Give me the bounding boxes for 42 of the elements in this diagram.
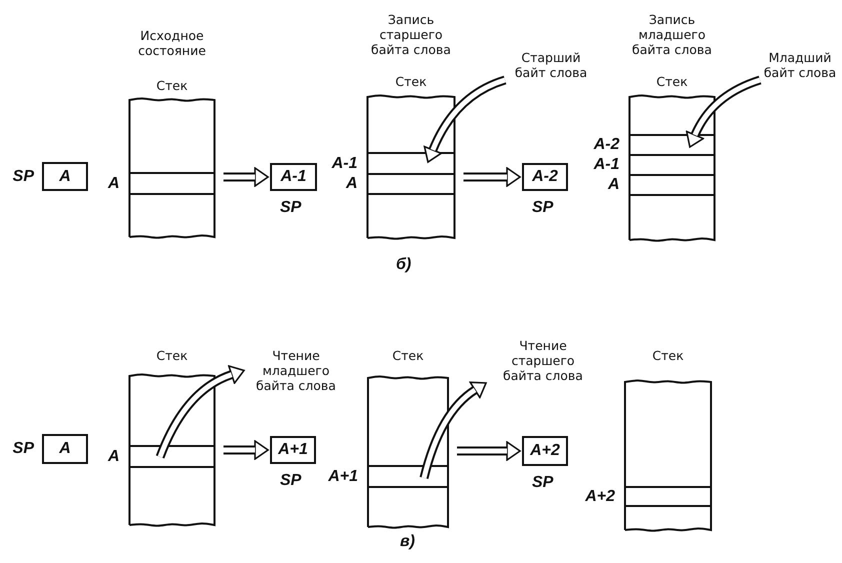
register-label: SP — [280, 472, 302, 490]
register-box: A-2 — [522, 163, 568, 191]
register-box: A — [42, 434, 88, 464]
address-label: A-2 — [594, 136, 620, 154]
register-box: A+1 — [270, 436, 316, 464]
callout-text: Старший байт слова — [505, 50, 597, 80]
register-label: SP — [280, 199, 302, 217]
memory-cell — [630, 174, 714, 196]
figure-label: в) — [400, 533, 415, 551]
memory-cell — [625, 486, 711, 507]
address-label: A — [108, 174, 120, 192]
stack-heading: Стек — [394, 74, 428, 89]
register-label: SP — [532, 199, 554, 217]
address-label: A-1 — [332, 154, 358, 172]
address-label: A-1 — [594, 156, 620, 174]
register-box: A+2 — [522, 436, 568, 466]
memory-cell — [130, 445, 214, 468]
figure-label: б) — [396, 256, 412, 274]
stack-heading: Исходное состояние — [137, 28, 207, 58]
stack-heading: Стек — [155, 78, 189, 93]
address-label: A — [608, 176, 620, 194]
stack-heading: Запись старшего байта слова — [370, 12, 452, 57]
address-label: A — [108, 448, 120, 466]
address-label: A+2 — [585, 488, 615, 506]
stack-heading: Стек — [391, 348, 425, 363]
stack-heading: Стек — [155, 348, 189, 363]
memory-cell — [368, 465, 448, 488]
address-label: A — [346, 175, 358, 193]
memory-cell — [368, 173, 454, 195]
callout-text: Чтение старшего байта слова — [493, 338, 593, 383]
memory-cell — [130, 172, 214, 195]
register-box: A-1 — [270, 163, 317, 191]
register-box: A — [42, 162, 88, 191]
stack-heading: Запись младшего байта слова — [631, 12, 713, 57]
register-label: SP — [12, 440, 34, 458]
stack-heading: Стек — [651, 348, 685, 363]
register-label: SP — [12, 168, 34, 186]
stack-heading: Стек — [655, 74, 689, 89]
callout-text: Младший байт слова — [760, 50, 840, 80]
callout-text: Чтение младшего байта слова — [246, 348, 346, 393]
address-label: A+1 — [328, 468, 358, 486]
register-label: SP — [532, 474, 554, 492]
